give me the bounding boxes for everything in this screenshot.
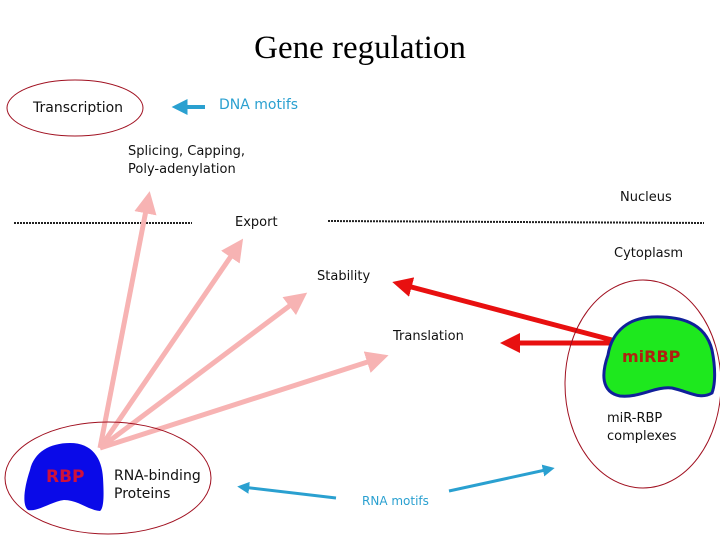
mir-rbp-ellipse <box>564 279 720 489</box>
dna-motifs-prefix: DNA <box>219 97 250 113</box>
pink-arrow-translation <box>99 351 389 451</box>
nucleus-label: Nucleus <box>620 190 672 205</box>
rbp-blob <box>24 443 104 511</box>
dna-motifs-suffix: motifs <box>249 97 299 113</box>
dna-motifs-label: DNA motifs <box>219 96 298 114</box>
rna-motifs-arrow-left <box>237 481 337 500</box>
splicing-label: Splicing, Capping, Poly-adenylation <box>128 143 245 179</box>
splicing-label-line2: Poly-adenylation <box>128 162 236 177</box>
mir-rbp-line2: complexes <box>607 429 677 444</box>
mir-rbp-line1: miR-RBP <box>607 411 663 426</box>
pink-arrow-stability <box>98 292 308 450</box>
rbp-label: RBP <box>46 467 85 487</box>
rna-binding-line1: RNA-binding <box>114 468 201 484</box>
rna-motifs-label: RNA motifs <box>362 494 429 508</box>
cytoplasm-label: Cytoplasm <box>614 246 684 261</box>
mirbp-label: miRBP <box>622 347 681 366</box>
rna-binding-line2: Proteins <box>114 486 171 502</box>
mirbp-blob <box>602 315 717 398</box>
translation-label: Translation <box>393 329 464 344</box>
transcription-ellipse <box>6 79 144 137</box>
splicing-label-line1: Splicing, Capping, <box>128 144 246 159</box>
transcription-label: Transcription <box>33 100 124 116</box>
export-label: Export <box>235 215 278 230</box>
rna-binding-proteins-label: RNA-binding Proteins <box>114 467 201 503</box>
membrane-line-right <box>327 220 705 224</box>
mir-rbp-complexes-label: miR-RBP complexes <box>607 410 676 446</box>
rna-motifs-arrow-right <box>448 464 555 493</box>
red-arrow-stability <box>392 277 613 343</box>
pink-arrow-export <box>97 238 244 450</box>
diagram-title: Gene regulation <box>254 30 466 66</box>
stability-label: Stability <box>317 269 371 284</box>
rbp-ellipse <box>4 421 212 535</box>
pink-arrow-splicing <box>97 191 157 449</box>
